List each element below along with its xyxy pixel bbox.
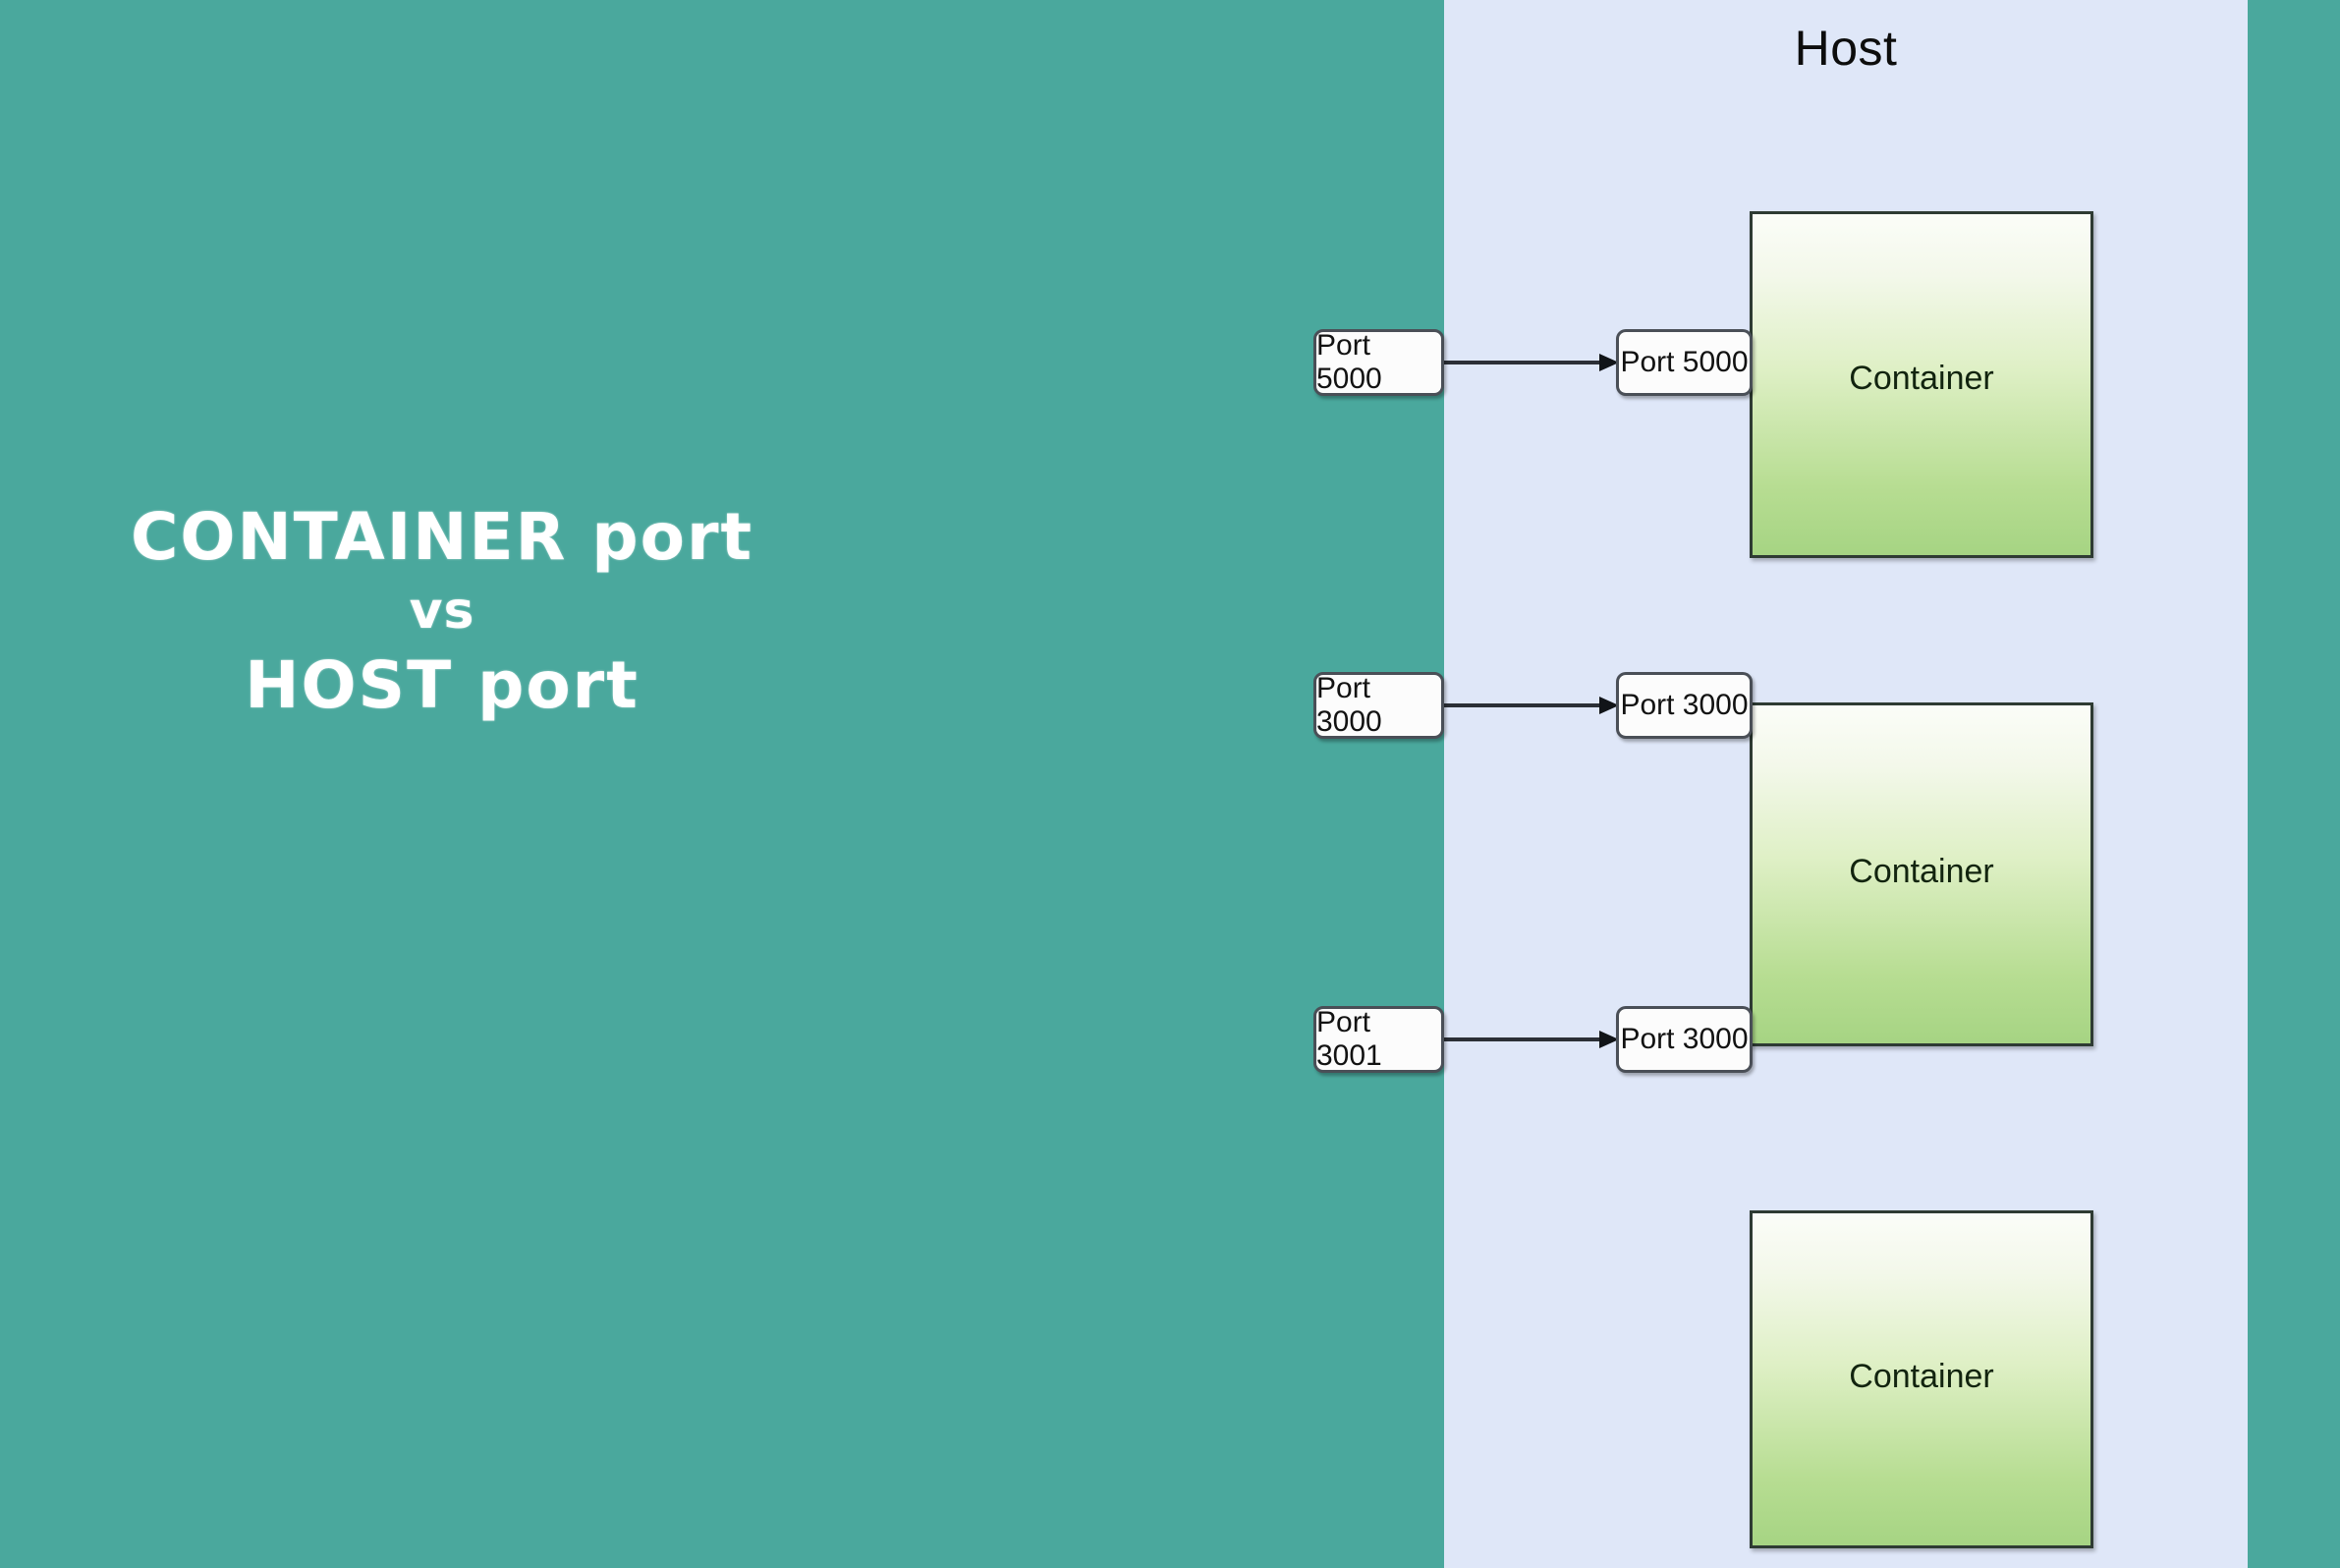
caption-line-host-port: HOST port: [245, 647, 640, 724]
container-box[interactable]: Container: [1750, 702, 2093, 1046]
container-label: Container: [1849, 1358, 1994, 1395]
container-port-box[interactable]: Port 5000: [1616, 329, 1753, 396]
container-label: Container: [1849, 360, 1994, 397]
container-label: Container: [1849, 853, 1994, 890]
container-box[interactable]: Container: [1750, 1210, 2093, 1548]
caption-line-vs: vs: [409, 582, 475, 642]
host-panel-title: Host: [1794, 21, 1898, 76]
host-port-box[interactable]: Port 3000: [1313, 672, 1444, 739]
mapping-arrow-icon: [1442, 1028, 1621, 1051]
host-port-box[interactable]: Port 5000: [1313, 329, 1444, 396]
host-port-box[interactable]: Port 3001: [1313, 1006, 1444, 1073]
container-port-box[interactable]: Port 3000: [1616, 1006, 1753, 1073]
mapping-arrow-icon: [1442, 351, 1621, 374]
mapping-arrow-icon: [1442, 694, 1621, 717]
container-port-box[interactable]: Port 3000: [1616, 672, 1753, 739]
slide-caption: CONTAINER port vs HOST port: [0, 496, 884, 727]
container-box[interactable]: Container: [1750, 211, 2093, 558]
caption-line-container-port: CONTAINER port: [130, 499, 754, 575]
